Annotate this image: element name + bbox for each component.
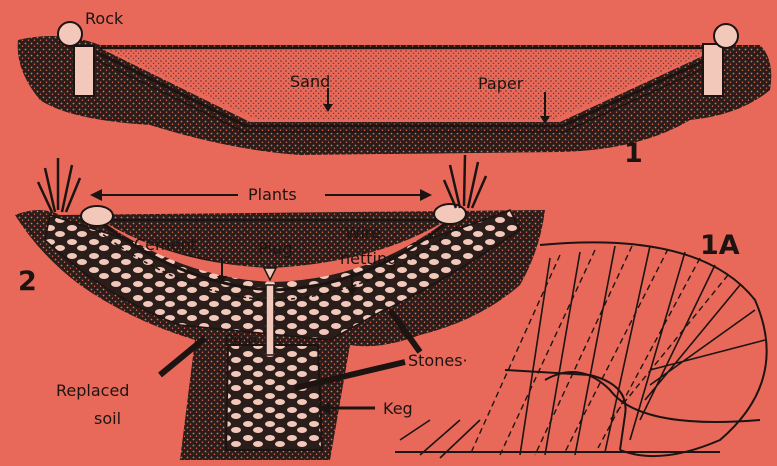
label-pipe: Pipe [224, 332, 258, 349]
label-keg: Keg [383, 400, 413, 417]
figure-number-2: 2 [18, 268, 37, 296]
label-replaced: Replaced [56, 382, 129, 399]
label-stones: Stones· [408, 352, 468, 369]
label-netting: netting [340, 250, 397, 267]
fig1-right-post [703, 44, 723, 96]
label-sand: Sand [290, 73, 330, 90]
figure-number-1a: 1A [700, 232, 740, 260]
label-cement: Cement [134, 236, 197, 253]
label-rock: Rock [85, 10, 123, 27]
fig1-left-rock [58, 22, 82, 46]
fig2-right-plant [444, 155, 486, 208]
label-soil: soil [94, 410, 121, 427]
fig2-pipe [266, 285, 274, 355]
label-paper: Paper [478, 75, 523, 92]
fig1a-inner-curve [545, 372, 760, 422]
fig1-right-rock [714, 24, 738, 48]
fig2-left-plant [38, 158, 80, 212]
fig2-right-edge-rock [434, 204, 466, 224]
fig2-keg [226, 345, 322, 450]
fig1-left-post [74, 46, 94, 96]
label-wire: Wire [345, 224, 381, 241]
figure-number-1: 1 [624, 140, 643, 168]
fig2-left-edge-rock [81, 206, 113, 226]
figure-1-cross-section [18, 22, 772, 155]
label-plants: Plants [248, 186, 297, 203]
label-plug: Plug [258, 240, 292, 257]
